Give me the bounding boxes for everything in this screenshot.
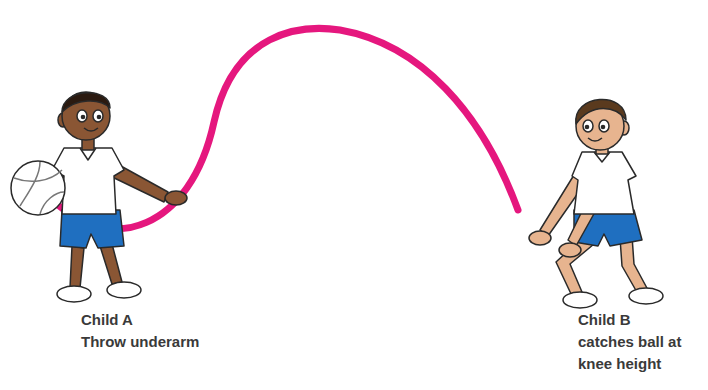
- eye: [599, 120, 609, 132]
- shorts: [60, 210, 124, 248]
- hand: [529, 231, 551, 245]
- hair: [62, 93, 110, 112]
- action-note: Throw underarm: [81, 331, 241, 353]
- leg: [100, 244, 122, 284]
- hand: [559, 243, 581, 257]
- child-a-figure: [11, 92, 187, 302]
- child-name: Child B: [578, 309, 703, 331]
- child-name: Child A: [81, 309, 241, 331]
- shirt: [572, 152, 636, 214]
- child-b-figure: [529, 99, 663, 308]
- pupil: [97, 115, 102, 120]
- leg: [620, 236, 648, 294]
- leg: [70, 246, 84, 288]
- head: [62, 92, 110, 140]
- ball-seams: [14, 162, 64, 214]
- eye: [583, 120, 593, 132]
- mouth: [84, 128, 98, 131]
- hand: [165, 191, 187, 205]
- pupil: [601, 125, 606, 130]
- pupil: [585, 125, 590, 130]
- action-note: catches ball at knee height: [578, 331, 703, 375]
- eye: [77, 110, 87, 122]
- shoe: [629, 288, 663, 304]
- mouth: [588, 138, 602, 141]
- ball-trajectory: [58, 28, 518, 228]
- eye: [93, 110, 103, 122]
- shoe: [563, 292, 597, 308]
- volleyball: [11, 161, 65, 215]
- shoe: [107, 282, 141, 298]
- pupil: [81, 115, 86, 120]
- shoe: [57, 286, 91, 302]
